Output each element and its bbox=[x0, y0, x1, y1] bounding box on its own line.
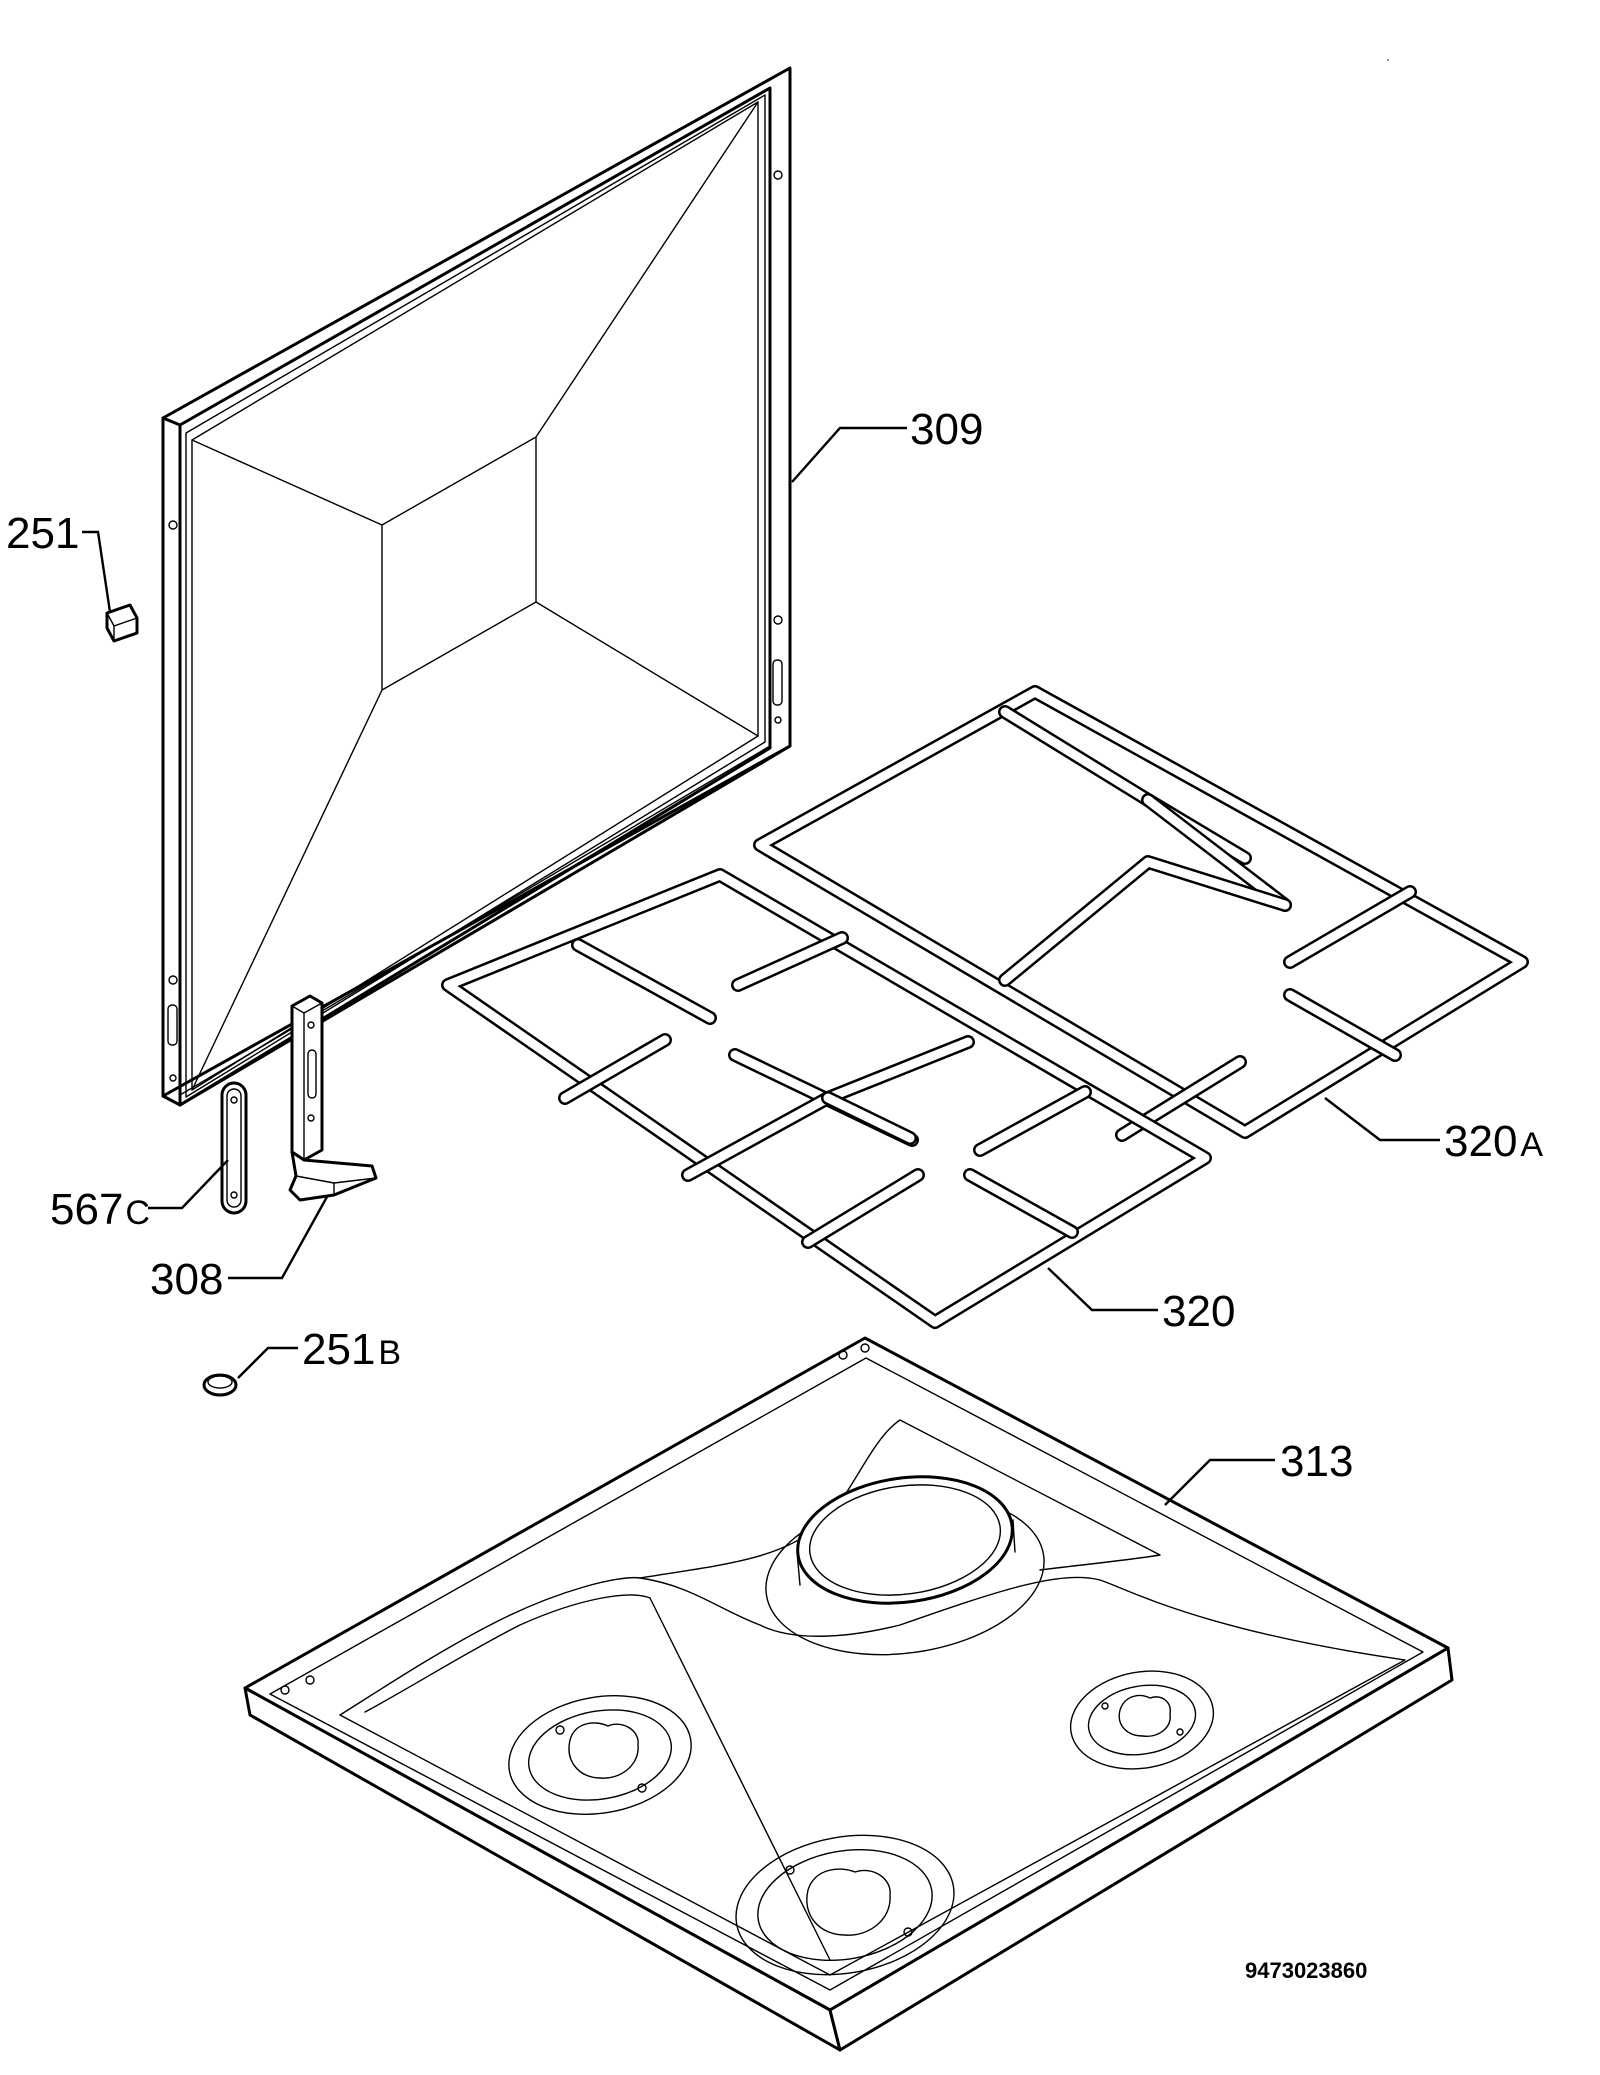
callout-320a: 320A bbox=[1444, 1117, 1543, 1166]
leader-lines bbox=[82, 426, 1440, 1506]
part-567c-hinge-plate bbox=[220, 1081, 248, 1215]
callout-251b-number: 251 bbox=[302, 1325, 375, 1374]
callout-567c: 567C bbox=[50, 1185, 150, 1234]
callout-251: 251 bbox=[6, 509, 79, 558]
part-251b-cap bbox=[202, 1373, 238, 1397]
callout-320a-number: 320 bbox=[1444, 1117, 1517, 1166]
part-313-hob-top bbox=[243, 1336, 1454, 2052]
part-251-clip bbox=[105, 603, 139, 643]
callout-567c-number: 567 bbox=[50, 1185, 123, 1234]
part-308-hinge bbox=[288, 994, 378, 1202]
callout-320a-suffix: A bbox=[1520, 1126, 1543, 1164]
callout-567c-suffix: C bbox=[125, 1194, 150, 1232]
callout-313: 313 bbox=[1280, 1437, 1353, 1486]
callout-251b: 251B bbox=[302, 1325, 401, 1374]
part-320-pan-support bbox=[441, 868, 1212, 1329]
document-number: 9473023860 bbox=[1245, 1958, 1367, 1983]
callout-251b-suffix: B bbox=[378, 1334, 401, 1372]
callout-309: 309 bbox=[910, 405, 983, 454]
callout-308: 308 bbox=[150, 1255, 223, 1304]
part-309-lid-panel bbox=[161, 66, 792, 1107]
part-320a-pan-support bbox=[753, 685, 1529, 1142]
stray-dot bbox=[1387, 59, 1389, 61]
callout-320: 320 bbox=[1162, 1287, 1235, 1336]
callout-labels: 309 251 320A 567C 308 320 251B 313 bbox=[6, 405, 1543, 1486]
